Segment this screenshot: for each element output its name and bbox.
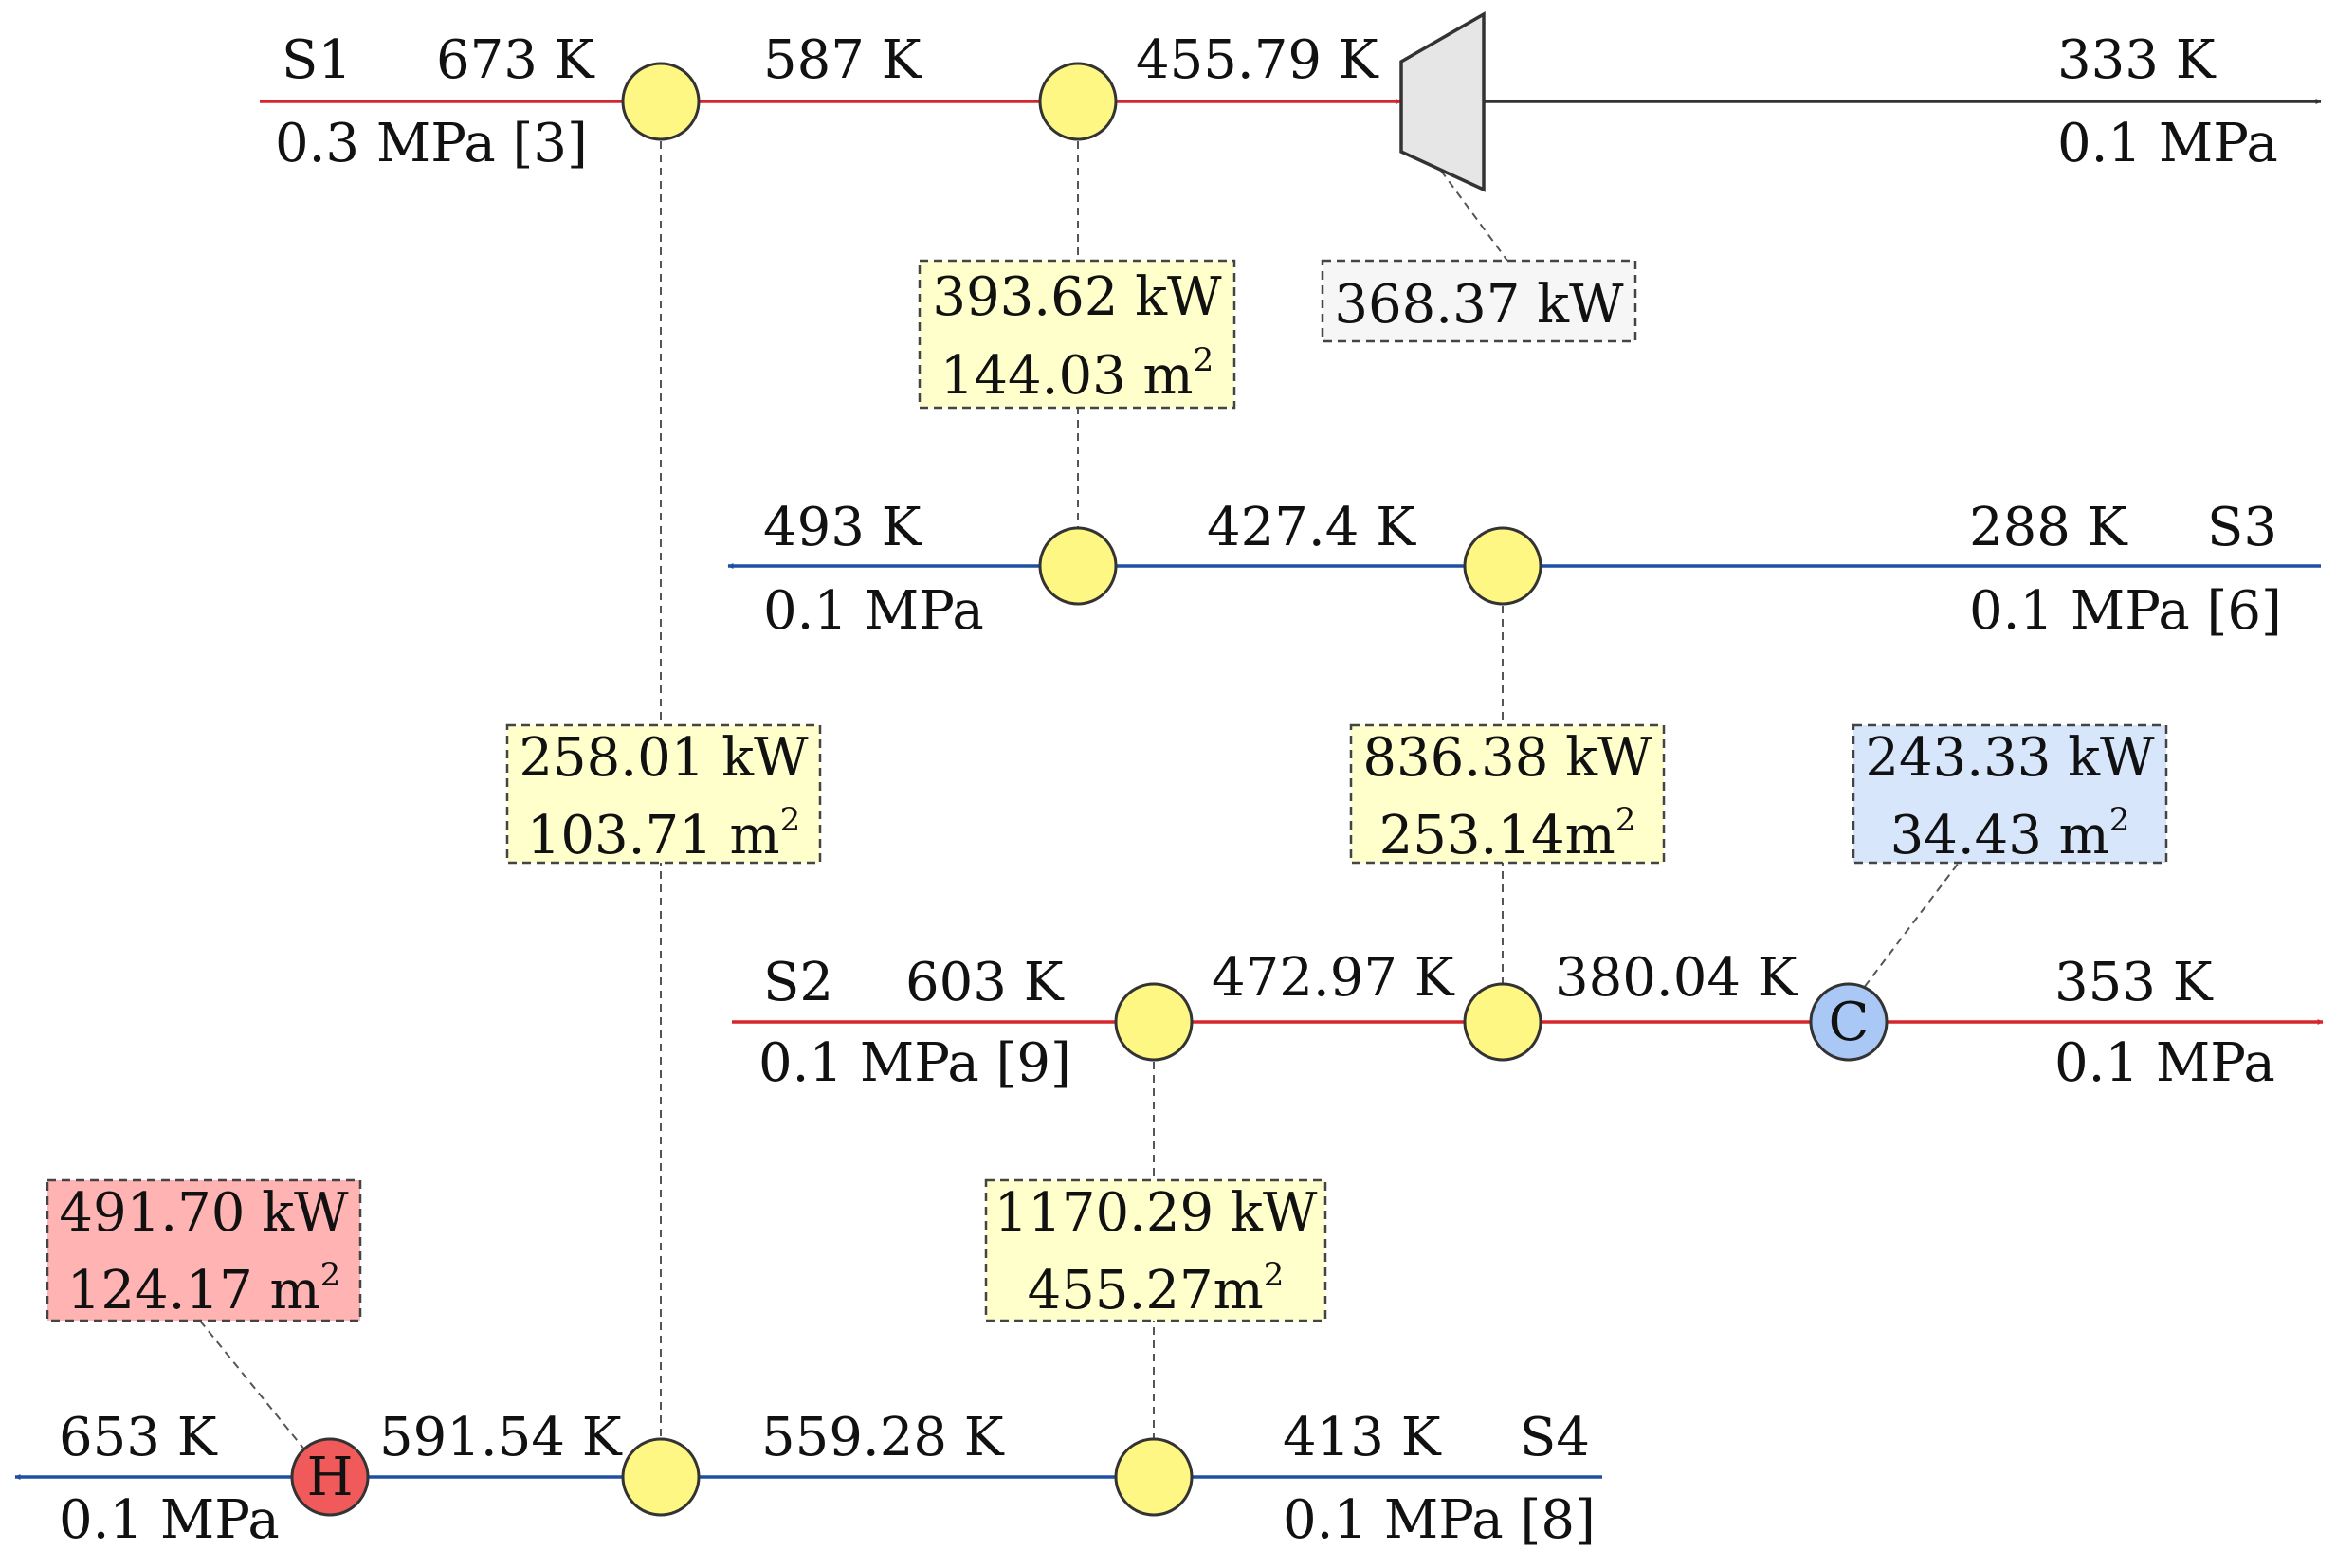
s2-name: S2 [763,952,833,1013]
s3-outlet-pressure: 0.1 MPa [763,580,984,642]
s1-inlet-pressure: 0.3 MPa [3] [275,113,588,174]
cooler-info-box [1852,723,2168,865]
hx-s2-s4-info-box [984,1178,1327,1322]
heater-area: 124.17 m2 [67,1256,341,1322]
hx-s1-s4-node-s4[interactable] [621,1437,701,1517]
turbine-leader-line [1440,170,1508,262]
s1-name: S1 [282,29,352,91]
hx-s1-s3-node-s3[interactable] [1038,526,1118,606]
s3-inlet-pressure: 0.1 MPa [6] [1969,580,2282,642]
cooler-icon[interactable] [1809,982,1889,1062]
heater-duty: 491.70 kW [59,1182,349,1244]
hx-s1-s3-duty: 393.62 kW [932,266,1222,328]
s1-inlet-temp: 673 K [436,29,595,91]
s4-name: S4 [1520,1407,1590,1468]
cooler-symbol: C [1829,992,1870,1053]
s2-outlet-pressure: 0.1 MPa [2054,1032,2275,1094]
s4-inlet-pressure: 0.1 MPa [8] [1283,1489,1596,1551]
hx-s1-s4-node-s1[interactable] [621,62,701,141]
hx-s1-s4-duty: 258.01 kW [519,727,809,789]
hx-s2-s4-area: 455.27m2 [1028,1256,1285,1322]
s2-inlet-temp: 603 K [905,952,1065,1013]
heater-info-box [46,1178,362,1322]
s3-name: S3 [2207,497,2277,558]
hx-s1-s4-area: 103.71 m2 [527,801,801,866]
turbine-icon[interactable] [1399,10,1486,192]
hx-s3-s2-info-box [1349,723,1666,865]
hx-s2-s4-duty: 1170.29 kW [995,1182,1318,1244]
hx-s2-s4-node-s4[interactable] [1114,1437,1194,1517]
s3-temp-mid: 427.4 K [1207,497,1416,558]
s4-temp-before-heater: 591.54 K [379,1407,623,1468]
cooler-area: 34.43 m2 [1890,801,2130,866]
hx-s3-s2-node-s3[interactable] [1463,526,1542,606]
hx-s1-s3-area: 144.03 m2 [940,341,1214,407]
turbine-power-box [1321,259,1637,343]
s2-temp-after-hx1: 472.97 K [1212,947,1455,1009]
heater-icon[interactable] [290,1437,370,1517]
hx-s1-s3-node-s1[interactable] [1038,62,1118,141]
s2-temp-after-hx2: 380.04 K [1555,947,1798,1009]
s1-temp-after-hx2: 455.79 K [1136,29,1379,91]
s4-outlet-pressure: 0.1 MPa [59,1489,280,1551]
hx-s2-s4-node-s2[interactable] [1114,982,1194,1062]
hx-s3-s2-duty: 836.38 kW [1362,727,1652,789]
s2-inlet-pressure: 0.1 MPa [9] [758,1032,1071,1094]
heater-symbol: H [307,1447,354,1508]
s4-outlet-temp: 653 K [59,1407,218,1468]
s4-inlet-temp: 413 K [1283,1407,1442,1468]
heater-leader-line [198,1319,306,1451]
hx-s3-s2-area: 253.14m2 [1379,801,1636,866]
s1-outlet-pressure: 0.1 MPa [2057,113,2278,174]
s4-temp-mid: 559.28 K [761,1407,1005,1468]
s1-outlet-temp: 333 K [2057,29,2217,91]
s3-outlet-temp: 493 K [763,497,922,558]
hx-s3-s2-node-s2[interactable] [1463,982,1542,1062]
s3-inlet-temp: 288 K [1969,497,2128,558]
turbine-power: 368.37 kW [1334,274,1624,336]
s2-outlet-temp: 353 K [2054,952,2214,1013]
cooler-duty: 243.33 kW [1865,727,2155,789]
cooler-leader-line [1848,862,1960,1009]
s1-temp-after-hx1: 587 K [763,29,922,91]
hx-s1-s3-info-box [918,259,1236,410]
hx-s1-s4-info-box [505,723,822,865]
